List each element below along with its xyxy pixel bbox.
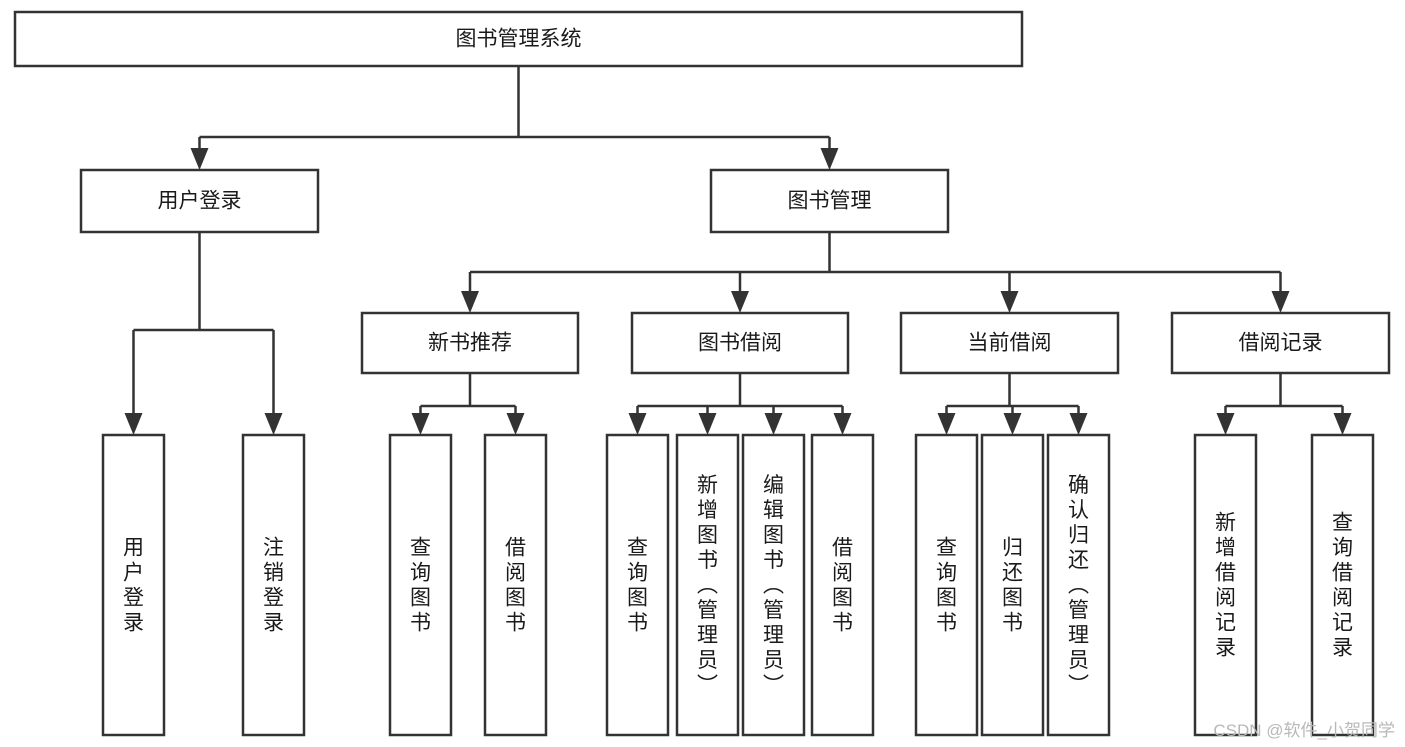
node-book-borrowing-label: 图书借阅 — [698, 332, 782, 355]
node-current-borrowing-label: 当前借阅 — [968, 332, 1052, 355]
node-leaf-bb-borrow-book[interactable]: 借阅图书 — [810, 433, 875, 737]
node-book-management-label: 图书管理 — [788, 190, 872, 213]
edge-arrowhead-icon — [764, 413, 783, 435]
edge-arrowhead-icon — [1069, 413, 1088, 435]
node-leaf-cb-return-book-label: 归还图书 — [1002, 537, 1023, 635]
node-leaf-cb-query-book-box[interactable] — [914, 433, 979, 737]
edge-arrowhead-icon — [1333, 413, 1352, 435]
edges-layer — [124, 66, 1352, 435]
node-leaf-bb-borrow-book-box[interactable] — [810, 433, 875, 737]
edge-arrowhead-icon — [833, 413, 852, 435]
node-leaf-bb-query-book[interactable]: 查询图书 — [605, 433, 670, 737]
node-borrowing-record-label: 借阅记录 — [1239, 332, 1323, 355]
node-leaf-nbr-query-book-label: 查询图书 — [410, 537, 431, 635]
node-leaf-cb-confirm-return-admin-label: 确认归还︵管理员︶ — [1068, 474, 1089, 697]
edge-arrowhead-icon — [461, 291, 479, 313]
node-leaf-bb-borrow-book-label: 借阅图书 — [832, 537, 853, 635]
node-leaf-bb-edit-book-admin-label: 编辑图书︵管理员︶ — [763, 474, 784, 697]
node-leaf-br-query-record[interactable]: 查询借阅记录 — [1310, 433, 1375, 737]
node-user-login-label: 用户登录 — [158, 190, 242, 213]
node-leaf-user-login-box[interactable] — [101, 433, 166, 737]
node-leaf-user-login-label: 用户登录 — [123, 537, 144, 635]
node-leaf-nbr-borrow-book[interactable]: 借阅图书 — [483, 433, 548, 737]
node-book-management-system[interactable]: 图书管理系统 — [13, 10, 1024, 68]
node-leaf-cb-return-book[interactable]: 归还图书 — [980, 433, 1045, 737]
node-leaf-br-add-record-box[interactable] — [1193, 433, 1258, 737]
edge-arrowhead-icon — [411, 413, 430, 435]
node-leaf-bb-add-book-admin[interactable]: 新增图书︵管理员︶ — [675, 433, 740, 737]
edge-arrowhead-icon — [124, 413, 143, 435]
node-book-borrowing[interactable]: 图书借阅 — [630, 311, 850, 375]
edge-arrowhead-icon — [1003, 413, 1022, 435]
node-book-management[interactable]: 图书管理 — [709, 168, 950, 234]
edge-arrowhead-icon — [628, 413, 647, 435]
node-leaf-logout-label: 注销登录 — [263, 537, 284, 635]
node-leaf-logout-box[interactable] — [241, 433, 306, 737]
node-leaf-cb-query-book[interactable]: 查询图书 — [914, 433, 979, 737]
node-new-book-recommendation-label: 新书推荐 — [428, 332, 512, 355]
node-borrowing-record-box[interactable] — [1170, 311, 1391, 375]
node-leaf-br-query-record-label: 查询借阅记录 — [1332, 512, 1353, 660]
node-leaf-bb-add-book-admin-label: 新增图书︵管理员︶ — [697, 474, 718, 697]
node-leaf-nbr-query-book-box[interactable] — [388, 433, 453, 737]
node-leaf-user-login[interactable]: 用户登录 — [101, 433, 166, 737]
edge-arrowhead-icon — [506, 413, 525, 435]
node-new-book-recommendation[interactable]: 新书推荐 — [360, 311, 580, 375]
node-new-book-recommendation-box[interactable] — [360, 311, 580, 375]
node-leaf-nbr-query-book[interactable]: 查询图书 — [388, 433, 453, 737]
node-leaf-bb-query-book-label: 查询图书 — [627, 537, 648, 635]
node-leaf-br-add-record-label: 新增借阅记录 — [1215, 512, 1236, 660]
node-leaf-cb-confirm-return-admin[interactable]: 确认归还︵管理员︶ — [1046, 433, 1111, 737]
node-leaf-br-add-record[interactable]: 新增借阅记录 — [1193, 433, 1258, 737]
node-leaf-logout[interactable]: 注销登录 — [241, 433, 306, 737]
edge-arrowhead-icon — [1271, 291, 1290, 313]
node-book-management-system-label: 图书管理系统 — [456, 28, 582, 51]
nodes-layer: 图书管理系统用户登录图书管理新书推荐图书借阅当前借阅借阅记录用户登录注销登录查询… — [13, 10, 1391, 737]
node-current-borrowing[interactable]: 当前借阅 — [899, 311, 1120, 375]
node-leaf-nbr-borrow-book-label: 借阅图书 — [505, 537, 526, 635]
node-leaf-bb-query-book-box[interactable] — [605, 433, 670, 737]
node-leaf-bb-edit-book-admin-box[interactable] — [741, 433, 806, 737]
node-book-management-box[interactable] — [709, 168, 950, 234]
edge-arrowhead-icon — [731, 291, 749, 313]
node-leaf-bb-edit-book-admin[interactable]: 编辑图书︵管理员︶ — [741, 433, 806, 737]
node-leaf-bb-add-book-admin-box[interactable] — [675, 433, 740, 737]
edge-arrowhead-icon — [820, 148, 839, 170]
node-user-login[interactable]: 用户登录 — [79, 168, 320, 234]
edge-arrowhead-icon — [698, 413, 717, 435]
edge-arrowhead-icon — [1216, 413, 1235, 435]
edge-arrowhead-icon — [264, 413, 283, 435]
node-user-login-box[interactable] — [79, 168, 320, 234]
node-leaf-cb-return-book-box[interactable] — [980, 433, 1045, 737]
edge-arrowhead-icon — [1000, 291, 1019, 313]
node-borrowing-record[interactable]: 借阅记录 — [1170, 311, 1391, 375]
node-leaf-nbr-borrow-book-box[interactable] — [483, 433, 548, 737]
node-leaf-cb-confirm-return-admin-box[interactable] — [1046, 433, 1111, 737]
edge-arrowhead-icon — [937, 413, 956, 435]
node-leaf-cb-query-book-label: 查询图书 — [936, 537, 957, 635]
node-book-management-system-box[interactable] — [13, 10, 1024, 68]
edge-arrowhead-icon — [190, 148, 209, 170]
node-book-borrowing-box[interactable] — [630, 311, 850, 375]
node-current-borrowing-box[interactable] — [899, 311, 1120, 375]
node-leaf-br-query-record-box[interactable] — [1310, 433, 1375, 737]
